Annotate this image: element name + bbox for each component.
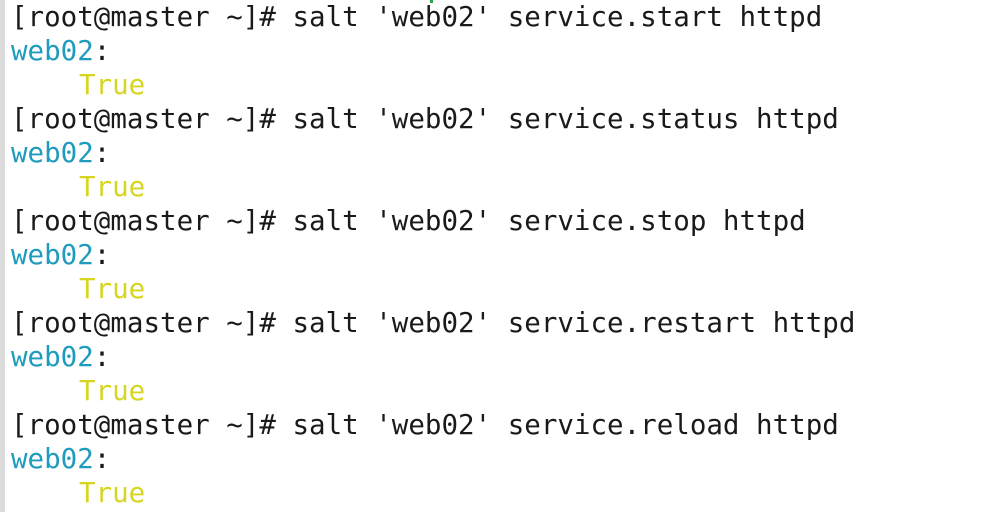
minion-line: web02:: [11, 136, 1001, 170]
command-text: salt 'web02' service.reload httpd: [292, 409, 839, 441]
result-value: True: [79, 69, 146, 101]
result-value: True: [79, 477, 146, 509]
minion-colon: :: [93, 239, 111, 271]
result-line: True: [11, 272, 1001, 306]
minion-line: web02:: [11, 34, 1001, 68]
command-line: [root@master ~]# salt 'web02' service.re…: [11, 408, 1001, 442]
result-line: True: [11, 374, 1001, 408]
result-value: True: [79, 375, 146, 407]
minion-id: web02: [11, 239, 94, 271]
command-text: salt 'web02' service.start httpd: [292, 1, 823, 33]
shell-prompt: [root@master ~]#: [11, 1, 276, 33]
result-line: True: [11, 68, 1001, 102]
minion-line: web02:: [11, 340, 1001, 374]
result-line: True: [11, 170, 1001, 204]
shell-prompt: [root@master ~]#: [11, 307, 276, 339]
command-line: [root@master ~]# salt 'web02' service.st…: [11, 204, 1001, 238]
minion-id: web02: [11, 137, 94, 169]
minion-colon: :: [93, 341, 111, 373]
cut-off-glyph: [430, 0, 433, 3]
minion-colon: :: [93, 35, 111, 67]
command-line: [root@master ~]# salt 'web02' service.re…: [11, 306, 1001, 340]
minion-id: web02: [11, 443, 94, 475]
minion-line: web02:: [11, 442, 1001, 476]
command-text: salt 'web02' service.stop httpd: [292, 205, 806, 237]
result-value: True: [79, 171, 146, 203]
window-left-edge: [0, 0, 5, 512]
terminal-output: [root@master ~]# salt 'web02' service.st…: [11, 0, 1001, 512]
minion-colon: :: [93, 443, 111, 475]
minion-colon: :: [93, 137, 111, 169]
command-line: [root@master ~]# salt 'web02' service.st…: [11, 102, 1001, 136]
shell-prompt: [root@master ~]#: [11, 409, 276, 441]
command-text: salt 'web02' service.restart httpd: [292, 307, 856, 339]
result-value: True: [79, 273, 146, 305]
shell-prompt: [root@master ~]#: [11, 103, 276, 135]
minion-id: web02: [11, 341, 94, 373]
result-line: True: [11, 476, 1001, 510]
shell-prompt: [root@master ~]#: [11, 205, 276, 237]
minion-id: web02: [11, 35, 94, 67]
command-line: [root@master ~]# salt 'web02' service.st…: [11, 0, 1001, 34]
command-text: salt 'web02' service.status httpd: [292, 103, 839, 135]
minion-line: web02:: [11, 238, 1001, 272]
